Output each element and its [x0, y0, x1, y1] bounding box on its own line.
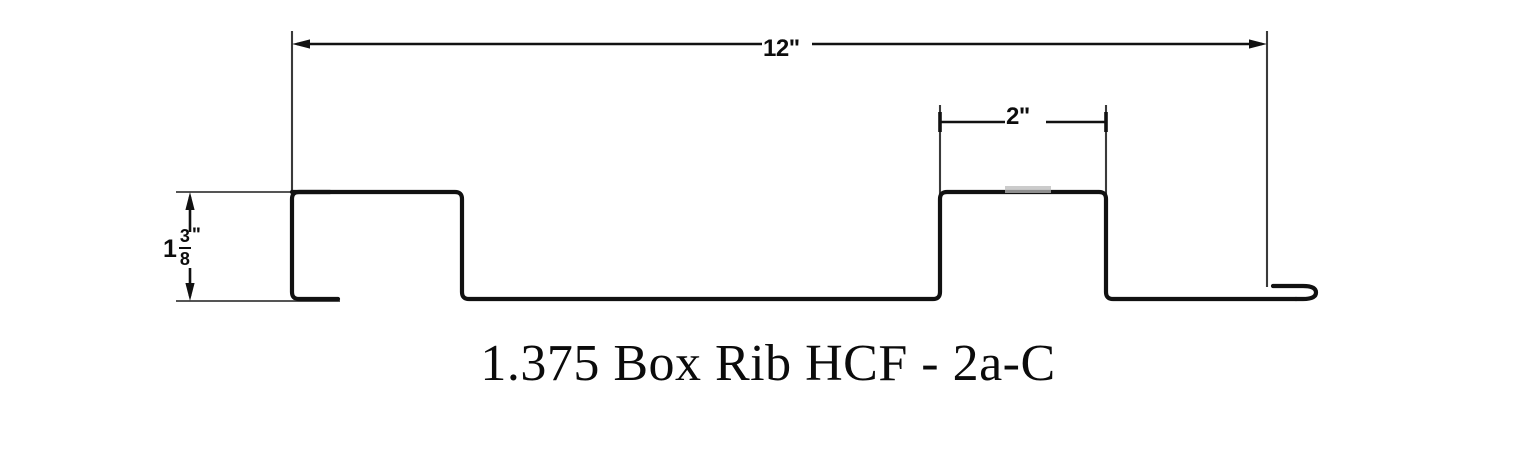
- arrowhead-left: [292, 39, 310, 49]
- height-fraction-denominator: 8: [179, 248, 190, 269]
- height-fraction-numerator: 3: [178, 227, 191, 249]
- panel-profile-outline: [289, 189, 1319, 302]
- drawing-title: 1.375 Box Rib HCF - 2a-C: [480, 335, 1056, 392]
- scan-artifact-smudge: [1005, 186, 1051, 193]
- dimension-label-panel-height: 1 3 8 ": [163, 225, 202, 270]
- overall-width-dimension: [292, 39, 1267, 49]
- height-whole-number: 1: [163, 235, 177, 264]
- panel-height-dimension: [185, 192, 195, 301]
- dimension-label-rib-width: 2": [1006, 103, 1030, 130]
- arrowhead-up: [185, 192, 195, 210]
- overall-width-extension-lines: [290, 31, 1269, 287]
- arrowhead-down: [185, 283, 195, 301]
- left-hook-leg: [289, 189, 341, 302]
- dimension-label-overall-width: 12": [763, 35, 800, 62]
- arrowhead-right: [1249, 39, 1267, 49]
- panel-profile-main: [289, 189, 1299, 302]
- right-hem-fold: [1270, 283, 1319, 302]
- height-inch-mark: ": [191, 225, 201, 246]
- height-fraction: 3 8: [178, 227, 191, 269]
- rib-width-dimension: [938, 112, 1108, 132]
